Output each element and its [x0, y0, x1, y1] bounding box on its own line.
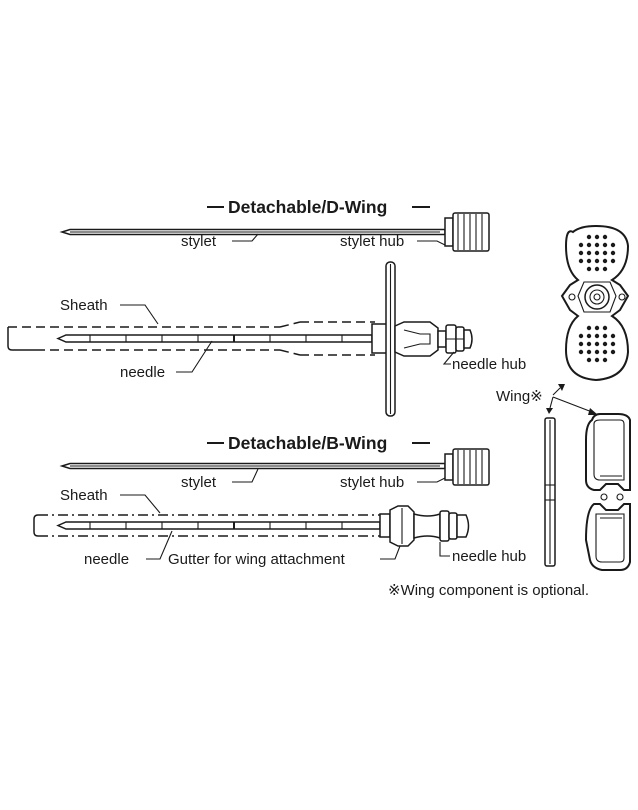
d-wing-needle [56, 334, 373, 343]
b-wing-needle-hub [379, 505, 470, 547]
wing-bottom-dots [578, 325, 616, 363]
d-wing-stylet-hub-label: stylet hub [340, 233, 404, 250]
wing-top-leader [552, 387, 561, 396]
d-wing-section: Detachable/D-Wing stylet stylet hub [7, 197, 526, 417]
b-wing-needle-label: needle [84, 551, 129, 568]
d-wing-needle-hub-leader [442, 351, 455, 365]
d-wing-stylet-label: stylet [181, 233, 217, 250]
d-wing-stylet-leader [232, 233, 259, 242]
b-wing-gutter-label: Gutter for wing attachment [168, 551, 346, 568]
d-wing-needle-hub [371, 261, 473, 417]
b-wing-stylet-leader [232, 468, 259, 483]
b-wing-stylet-label: stylet [181, 474, 217, 491]
b-wing-needle [56, 521, 381, 530]
b-wing-gutter-leader [380, 545, 401, 560]
d-wing-sheath [7, 321, 375, 356]
b-wing-section: Detachable/B-Wing stylet stylet hub Shea… [33, 433, 526, 568]
wing-side-view [544, 417, 556, 567]
wing-label: Wing※ [496, 388, 543, 405]
b-wing-sheath [33, 514, 382, 537]
d-wing-sheath-label: Sheath [60, 297, 108, 314]
wing-top-dots [578, 234, 616, 272]
b-wing-needle-hub-label: needle hub [452, 548, 526, 565]
wing-top-arrow [558, 384, 565, 391]
d-wing-sheath-leader [120, 304, 159, 325]
b-wing-needle-leader [146, 530, 173, 560]
b-wing-stylet-hub [444, 448, 490, 486]
wing-top-view [560, 224, 630, 382]
d-wing-needle-leader [176, 340, 213, 373]
wing-component: Wing※ ※Wing component is optional. [388, 224, 631, 599]
wing-side-arrow [546, 408, 553, 414]
wing-optional-note: ※Wing component is optional. [388, 582, 589, 599]
b-wing-sheath-leader [120, 494, 161, 514]
b-wing-sheath-label: Sheath [60, 487, 108, 504]
d-wing-needle-label: needle [120, 364, 165, 381]
wing-side-leader [549, 396, 554, 409]
b-wing-stylet-hub-leader [417, 477, 446, 483]
d-wing-stylet-hub-leader [417, 240, 446, 246]
b-wing-needle-hub-leader [439, 542, 450, 557]
wing-front-view [584, 413, 631, 571]
b-wing-title: Detachable/B-Wing [228, 433, 387, 453]
d-wing-stylet-hub [444, 212, 490, 252]
wing-front-arrow [588, 408, 598, 415]
wing-front-leader [552, 396, 593, 413]
b-wing-stylet-hub-label: stylet hub [340, 474, 404, 491]
d-wing-title: Detachable/D-Wing [228, 197, 387, 217]
d-wing-needle-hub-label: needle hub [452, 356, 526, 373]
b-wing-stylet [59, 462, 446, 470]
